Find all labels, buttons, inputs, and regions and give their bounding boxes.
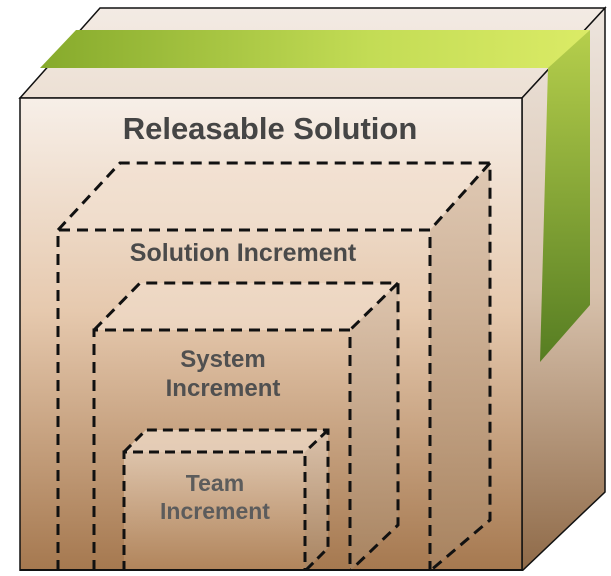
releasable-solution-line-1: Releasable Solution (122, 111, 418, 146)
ribbon-side (540, 30, 590, 362)
ribbon-top (40, 30, 590, 68)
releasable-solution-label: Releasable Solution (60, 110, 480, 147)
system-increment-line-1: System (180, 346, 266, 373)
solution-increment-box (56, 161, 492, 573)
solution-increment-label: Solution Increment (58, 238, 428, 268)
team-increment-box (122, 428, 330, 573)
team-increment-line-1: Team (185, 470, 245, 496)
team-increment-line-2: Increment (160, 497, 270, 524)
system-increment-label: System Increment (96, 346, 350, 404)
solution-increment-line-1: Solution Increment (129, 239, 357, 267)
system-increment-line-2: Increment (165, 374, 281, 402)
team-increment-label: Team Increment (125, 470, 305, 525)
system-increment-box (92, 281, 400, 573)
